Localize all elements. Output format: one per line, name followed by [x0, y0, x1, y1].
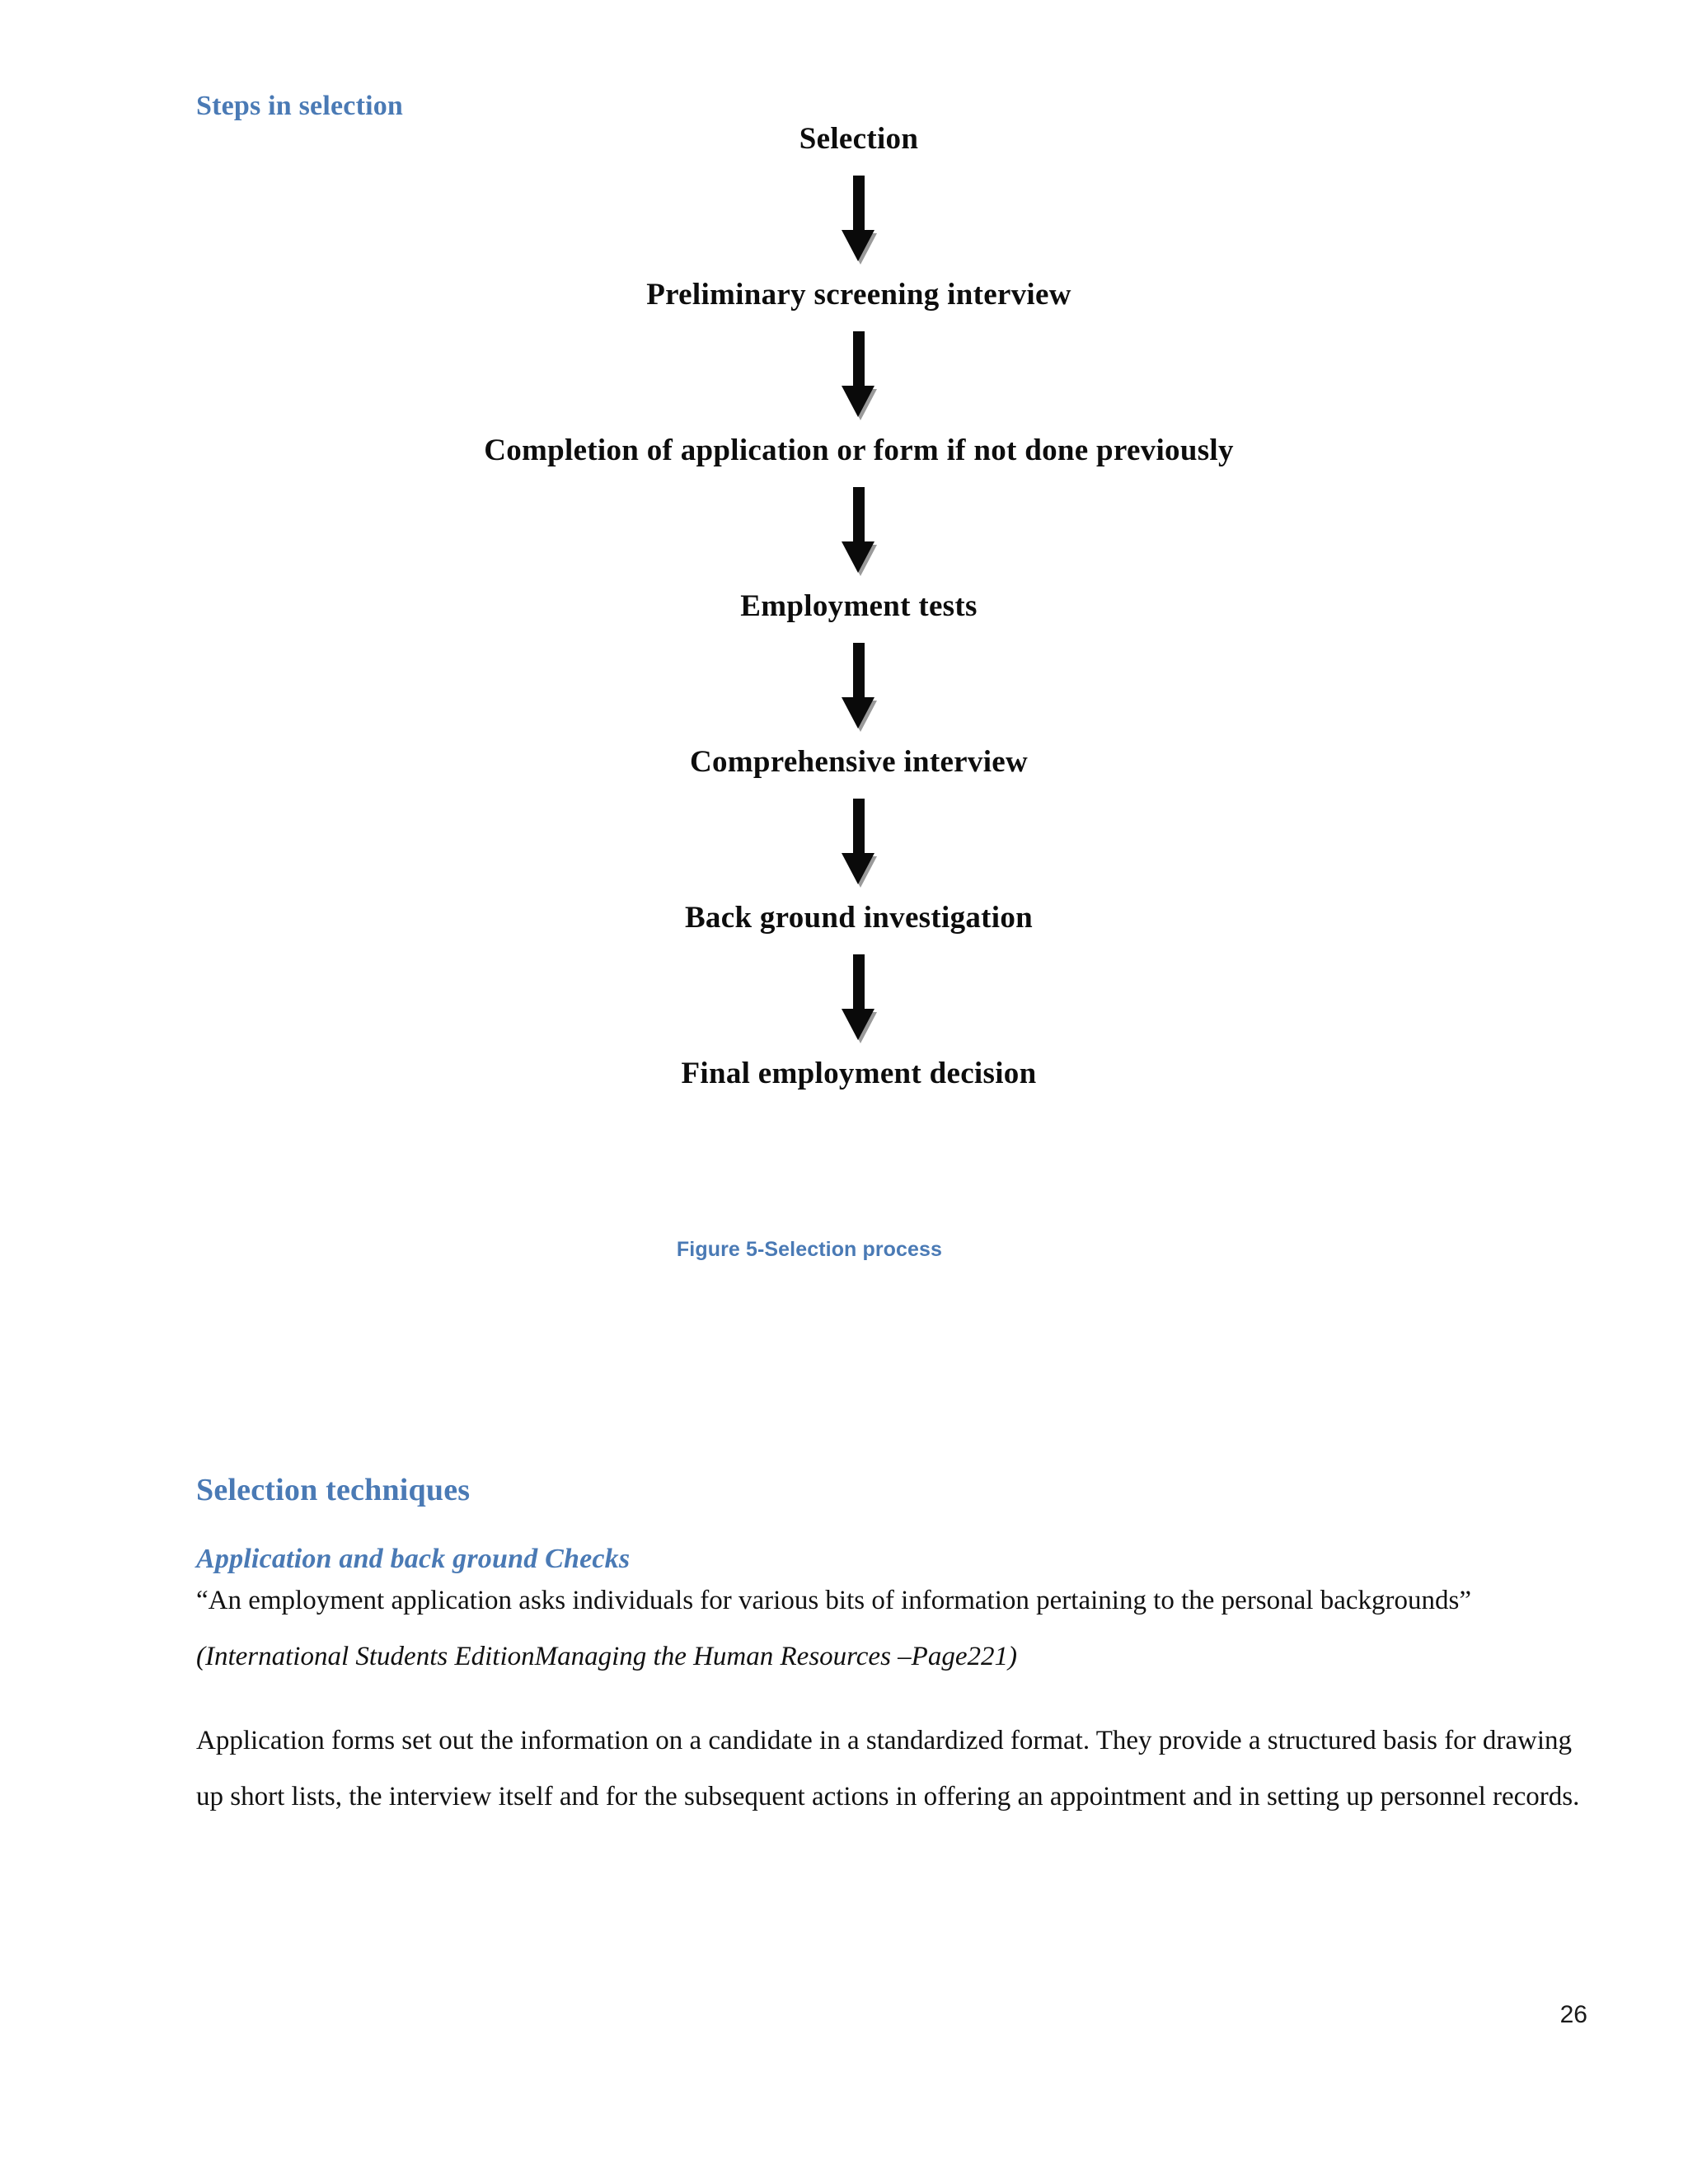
flowchart-step-label: Employment tests — [740, 589, 978, 623]
flowchart-step-label: Preliminary screening interview — [646, 278, 1071, 312]
flowchart-step-label: Back ground investigation — [684, 901, 1034, 935]
flowchart-connector — [0, 641, 1688, 733]
down-arrow-icon — [840, 797, 878, 889]
down-arrow-icon — [840, 174, 878, 266]
subheading-application-and-background-checks: Application and back ground Checks — [196, 1544, 631, 1574]
figure-caption-text: Figure 5-Selection process — [676, 1238, 943, 1261]
flowchart-connector — [0, 174, 1688, 266]
flowchart-connector — [0, 953, 1688, 1045]
flowchart-step: Employment tests — [0, 591, 1688, 621]
flowchart-step-label: Selection — [799, 122, 919, 156]
down-arrow-icon — [840, 641, 878, 733]
flowchart-connector — [0, 797, 1688, 889]
flowchart-connector — [0, 330, 1688, 422]
flowchart-step-label: Final employment decision — [681, 1057, 1037, 1090]
flowchart-step: Final employment decision — [0, 1058, 1688, 1089]
figure-caption: Figure 5-Selection process — [0, 1238, 1688, 1262]
quote-citation: (International Students EditionManaging … — [196, 1642, 1017, 1671]
selection-process-flowchart: Selection Preliminary screening intervie… — [0, 124, 1688, 1089]
flowchart-step: Back ground investigation — [0, 902, 1688, 933]
flowchart-step: Selection — [0, 124, 1688, 154]
flowchart-step: Preliminary screening interview — [0, 279, 1688, 310]
down-arrow-icon — [840, 330, 878, 422]
flowchart-connector — [0, 485, 1688, 578]
heading-selection-techniques: Selection techniques — [196, 1473, 471, 1507]
page-number: 26 — [1559, 2001, 1587, 2028]
flowchart-step: Comprehensive interview — [0, 747, 1688, 777]
flowchart-step: Completion of application or form if not… — [0, 435, 1688, 466]
down-arrow-icon — [840, 953, 878, 1045]
down-arrow-icon — [840, 485, 878, 578]
body-paragraph: Application forms set out the informatio… — [196, 1726, 1580, 1811]
quote-text: “An employment application asks individu… — [196, 1586, 1471, 1615]
heading-steps-in-selection: Steps in selection — [196, 91, 404, 121]
flowchart-step-label: Comprehensive interview — [689, 745, 1029, 779]
flowchart-step-label: Completion of application or form if not… — [484, 434, 1234, 467]
quote-paragraph: “An employment application asks individu… — [196, 1572, 1581, 1685]
